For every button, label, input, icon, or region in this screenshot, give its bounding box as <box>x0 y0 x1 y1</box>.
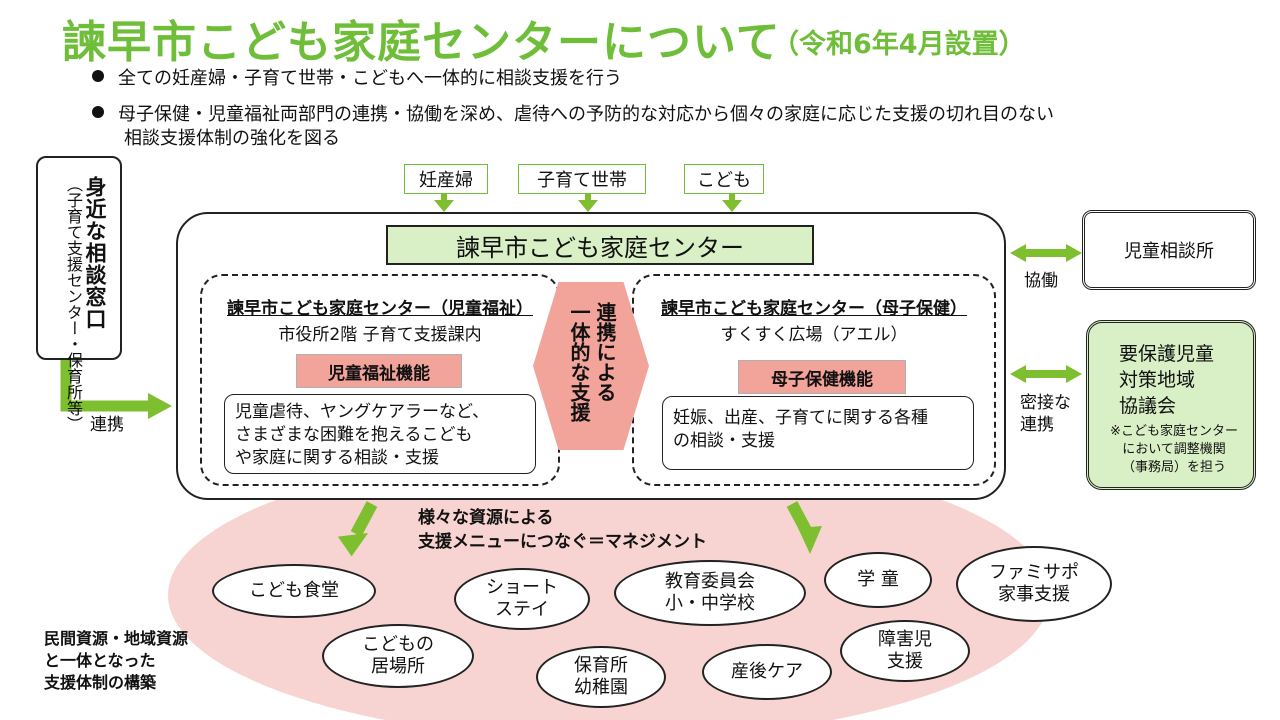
bullet-dot-icon <box>92 70 104 82</box>
welfare-function-label: 児童福祉機能 <box>296 354 462 388</box>
maternal-function-label: 母子保健機能 <box>738 360 906 394</box>
close-link-label: 密接な 連携 <box>1020 393 1071 435</box>
resource-arrow-right-head-icon <box>798 526 822 554</box>
local-consultation-window: 身近な相談窓口 （子育て支援センター・保育所等） <box>36 156 122 432</box>
maternal-details: 妊娠、出産、子育てに関する各種 の相談・支援 <box>662 396 974 470</box>
left-link-label: 連携 <box>90 415 124 435</box>
resource-disabled-child-support: 障害児 支援 <box>840 620 970 682</box>
protection-council: 要保護児童 対策地域 協議会 ※こども家庭センター において調整機関 （事務局）… <box>1086 320 1256 490</box>
center-title: 諫早市こども家庭センター <box>386 225 814 265</box>
cooperation-label: 協働 <box>1024 271 1058 291</box>
maternal-location: すくすく広場（アエル） <box>720 325 908 345</box>
close-link-arrow <box>1010 365 1082 383</box>
welfare-details: 児童虐待、ヤングケアラーなど、 さまざまな困難を抱えるこども や家庭に関する相談… <box>224 394 536 474</box>
resource-postpartum-care: 産後ケア <box>702 644 832 700</box>
bullet-1: 全ての妊産婦・子育て世帯・こどもへ一体的に相談支援を行う <box>92 64 622 90</box>
input-arrows <box>434 194 742 212</box>
bullet-dot-icon <box>92 106 104 118</box>
footer-note: 民間資源・地域資源 と一体となった 支援体制の構築 <box>44 629 189 692</box>
input-households: 子育て世帯 <box>518 164 646 194</box>
resources-heading: 様々な資源による 支援メニューにつなぐ＝マネジメント <box>418 508 707 552</box>
integration-hexagon: 連携による 一体的な支援 <box>533 282 649 450</box>
bullet-2-continued: 相談支援体制の強化を図る <box>124 128 340 149</box>
cooperation-arrow <box>1010 244 1082 262</box>
bullet-2: 母子保健・児童福祉両部門の連携・協働を深め、虐待への予防的な対応から個々の家庭に… <box>92 100 1054 126</box>
local-window-sub: （子育て支援センター・保育所等） <box>64 176 83 432</box>
local-window-title: 身近な相談窓口 <box>83 176 107 330</box>
hex-line-2: 一体的な支援 <box>567 302 591 422</box>
establishment-note: （令和6年4月設置） <box>772 29 1026 60</box>
resource-children-place: こどもの 居場所 <box>322 624 474 688</box>
resource-short-stay: ショート ステイ <box>454 568 590 630</box>
left-arrow-head-icon <box>148 393 172 419</box>
left-link-arrow <box>60 360 150 412</box>
council-name: 要保護児童 対策地域 協議会 <box>1119 343 1215 417</box>
welfare-title: 諫早市こども家庭センター（児童福祉） <box>227 299 533 319</box>
input-pregnant: 妊産婦 <box>404 164 488 194</box>
resource-nursery-kindergarten: 保育所 幼稚園 <box>536 646 666 708</box>
resource-arrow-left-head-icon <box>337 533 369 557</box>
hex-line-1: 連携による <box>593 302 617 402</box>
resource-afterschool: 学 童 <box>824 552 932 608</box>
council-note: ※こども家庭センター において調整機関 （事務局）を担う <box>1110 424 1238 475</box>
child-guidance-center: 児童相談所 <box>1082 210 1256 290</box>
resource-children-cafeteria: こども食堂 <box>212 564 376 618</box>
resource-family-support: ファミサポ 家事支援 <box>956 546 1112 622</box>
input-children: こども <box>684 164 764 194</box>
maternal-title: 諫早市こども家庭センター（母子保健） <box>661 299 967 319</box>
resource-education-board: 教育委員会 小・中学校 <box>614 560 806 626</box>
welfare-location: 市役所2階 子育て支援課内 <box>278 325 482 345</box>
page-title: 諫早市こども家庭センターについて <box>62 17 781 68</box>
